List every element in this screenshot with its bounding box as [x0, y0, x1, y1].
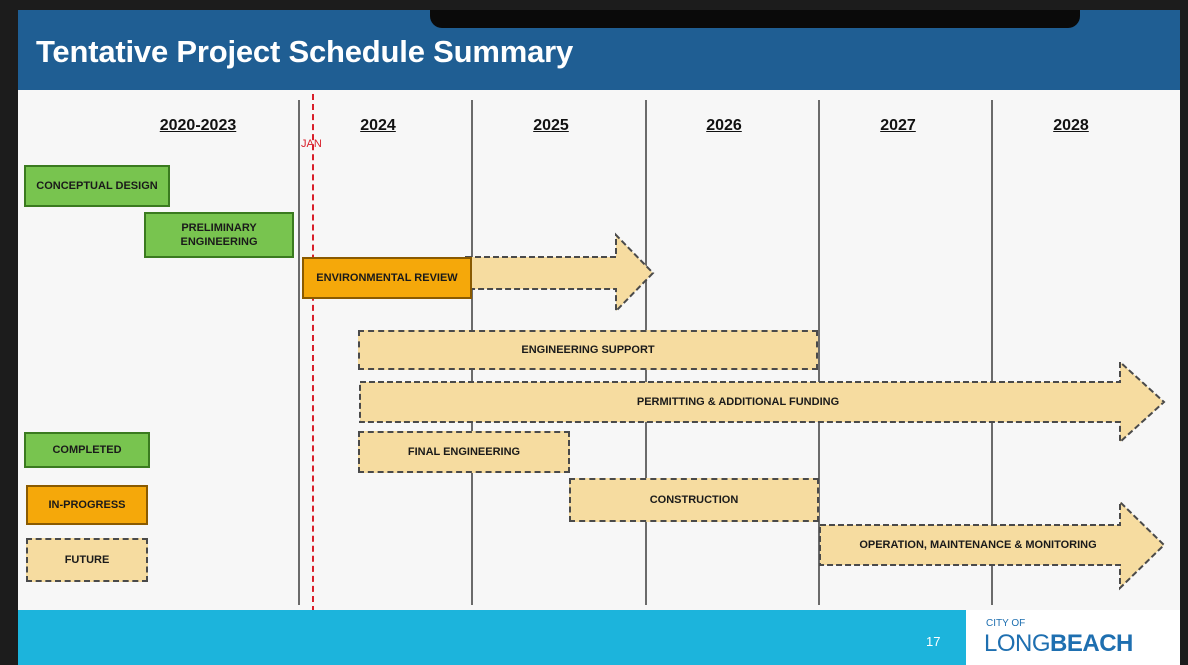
permitting-arrow — [359, 359, 1166, 445]
legend-future: FUTURE — [26, 538, 148, 582]
task-conceptual-design: CONCEPTUAL DESIGN — [24, 165, 170, 207]
city-logo — [966, 610, 1180, 665]
year-header-2026: 2026 — [706, 117, 742, 134]
task-construction: CONSTRUCTION — [569, 478, 819, 522]
logo-beach: BEACH — [1050, 630, 1133, 657]
task-final-engineering: FINAL ENGINEERING — [358, 431, 570, 473]
year-divider — [298, 100, 300, 605]
year-divider — [818, 100, 820, 605]
legend-completed: COMPLETED — [24, 432, 150, 468]
task-permitting: PERMITTING & ADDITIONAL FUNDING — [636, 395, 840, 408]
year-header-2028: 2028 — [1053, 117, 1089, 134]
caption-overlay — [430, 10, 1080, 28]
year-divider — [991, 100, 993, 605]
milestone-line — [312, 94, 314, 612]
logo-long: LONG — [984, 630, 1051, 657]
task-engineering-support: ENGINEERING SUPPORT — [358, 330, 818, 370]
page-number: 17 — [926, 634, 941, 649]
operation-arrow — [819, 499, 1166, 591]
milestone-label: JAN — [301, 138, 322, 150]
legend-in-progress: IN-PROGRESS — [26, 485, 148, 525]
year-header-2024: 2024 — [360, 117, 396, 134]
slide: Tentative Project Schedule Summary 2020-… — [18, 10, 1180, 665]
year-header-2020-2023: 2020-2023 — [159, 117, 237, 134]
task-preliminary-engineering: PRELIMINARY ENGINEERING — [144, 212, 294, 258]
environmental-review-arrow — [465, 232, 655, 314]
slide-title: Tentative Project Schedule Summary — [36, 34, 574, 69]
logo-wordmark: LONGBEACH — [984, 630, 1133, 658]
task-operation-maintenance: OPERATION, MAINTENANCE & MONITORING — [859, 538, 1097, 551]
task-environmental-review: ENVIRONMENTAL REVIEW — [302, 257, 472, 299]
logo-city-text: CITY OF — [986, 618, 1026, 629]
year-header-2025: 2025 — [533, 117, 569, 134]
year-header-2027: 2027 — [880, 117, 916, 134]
